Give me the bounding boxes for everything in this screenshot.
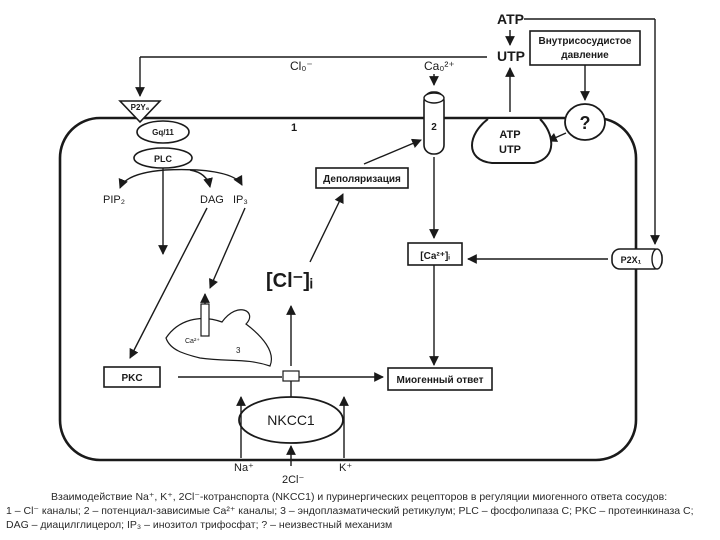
er-ca-label: Ca²⁺ [185, 338, 200, 345]
utp-top-label: UTP [497, 48, 525, 64]
ca-channel-top [423, 92, 445, 104]
dag-label: DAG [200, 194, 224, 206]
cell-membrane [58, 116, 638, 462]
pressure-label-line1: Внутрисосудистое [538, 36, 631, 47]
nkcc1-cotransporter [238, 396, 344, 444]
unknown-mechanism [564, 103, 606, 141]
pressure-label-line2: давление [561, 50, 609, 61]
ca-out-label: Ca₀²⁺ [424, 59, 455, 73]
caption-line-1: Взаимодействие Na⁺, K⁺, 2Cl⁻-котранспорт… [51, 491, 668, 503]
dag-to-pkc-arrow [129, 207, 208, 359]
cl-out-label: Cl₀⁻ [290, 59, 313, 73]
gq-label: Gq/11 [152, 128, 174, 137]
er-number: 3 [236, 346, 241, 355]
nkcc1-label: NKCC1 [267, 412, 315, 428]
myogenic-response-label: Миогенный ответ [397, 375, 484, 386]
atp-utp-release-pocket [471, 118, 553, 164]
junction-block [282, 370, 300, 382]
plc-to-pip2-arrow [118, 169, 166, 189]
atp-top-label: ATP [497, 11, 524, 27]
cl-i-label: [Cl⁻]ᵢ [266, 270, 313, 292]
depolarization-label: Деполяризация [323, 174, 401, 185]
gq-protein [136, 120, 190, 144]
utp-pocket-label: UTP [499, 144, 521, 156]
pressure-box [529, 30, 641, 66]
cai-label: [Ca²⁺]ᵢ [420, 251, 450, 262]
pip2-label: PIP₂ [103, 194, 125, 206]
cli-to-depolarization-arrow [309, 193, 344, 263]
plc-to-ip3-arrow [164, 168, 243, 186]
p2y-receptor [118, 100, 162, 124]
depolarization-box [315, 167, 409, 189]
ip3-label: IP₃ [233, 194, 248, 206]
cl-channel-number: 1 [291, 122, 297, 134]
pkc-box [103, 366, 161, 388]
ca-channel [423, 91, 445, 155]
ca-channel-number: 2 [431, 122, 437, 133]
depolarization-to-ca-channel-arrow [363, 138, 422, 165]
cl2-label: 2Cl⁻ [282, 474, 305, 486]
pkc-label: PKC [121, 373, 142, 384]
p2x-channel-cap [651, 248, 663, 270]
atp-pocket-label: ATP [499, 129, 520, 141]
k-label: K⁺ [339, 462, 352, 474]
endoplasmic-reticulum [165, 309, 272, 367]
ip3-to-er-arrow [209, 207, 246, 289]
plc-label: PLC [154, 154, 173, 164]
p2x-label: P2X₁ [621, 255, 642, 265]
figure-caption: Взаимодействие Na⁺, K⁺, 2Cl⁻-котранспорт… [6, 490, 714, 532]
question-mark: ? [580, 113, 591, 133]
myogenic-response-box [387, 367, 493, 391]
na-label: Na⁺ [234, 462, 254, 474]
p2y-label: P2Y₆ [131, 103, 150, 112]
caption-line-3: DAG – диацилглицерол; IP₃ – инозитол три… [6, 519, 393, 531]
caption-line-2: 1 – Cl⁻ каналы; 2 – потенциал-зависимые … [6, 505, 694, 517]
cai-box [407, 242, 463, 266]
er-ca-channel [200, 303, 210, 337]
plc-to-dag-arrow [189, 169, 213, 188]
